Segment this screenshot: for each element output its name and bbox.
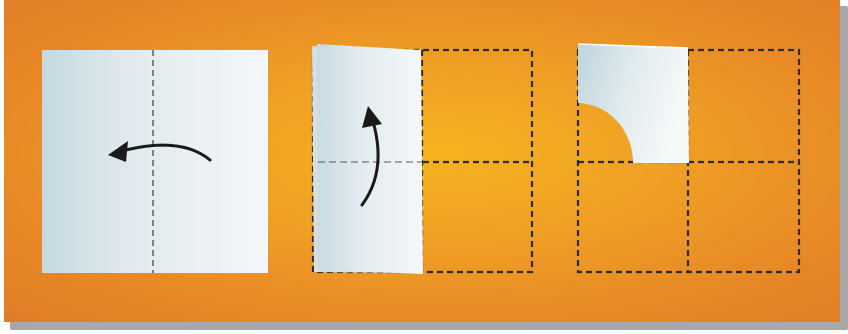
paper-quarter-cut bbox=[578, 44, 689, 163]
paper-folded-half bbox=[317, 44, 423, 274]
paper-square bbox=[42, 50, 268, 273]
step-3 bbox=[578, 44, 799, 272]
step-2 bbox=[312, 44, 532, 274]
step-1 bbox=[42, 50, 268, 273]
